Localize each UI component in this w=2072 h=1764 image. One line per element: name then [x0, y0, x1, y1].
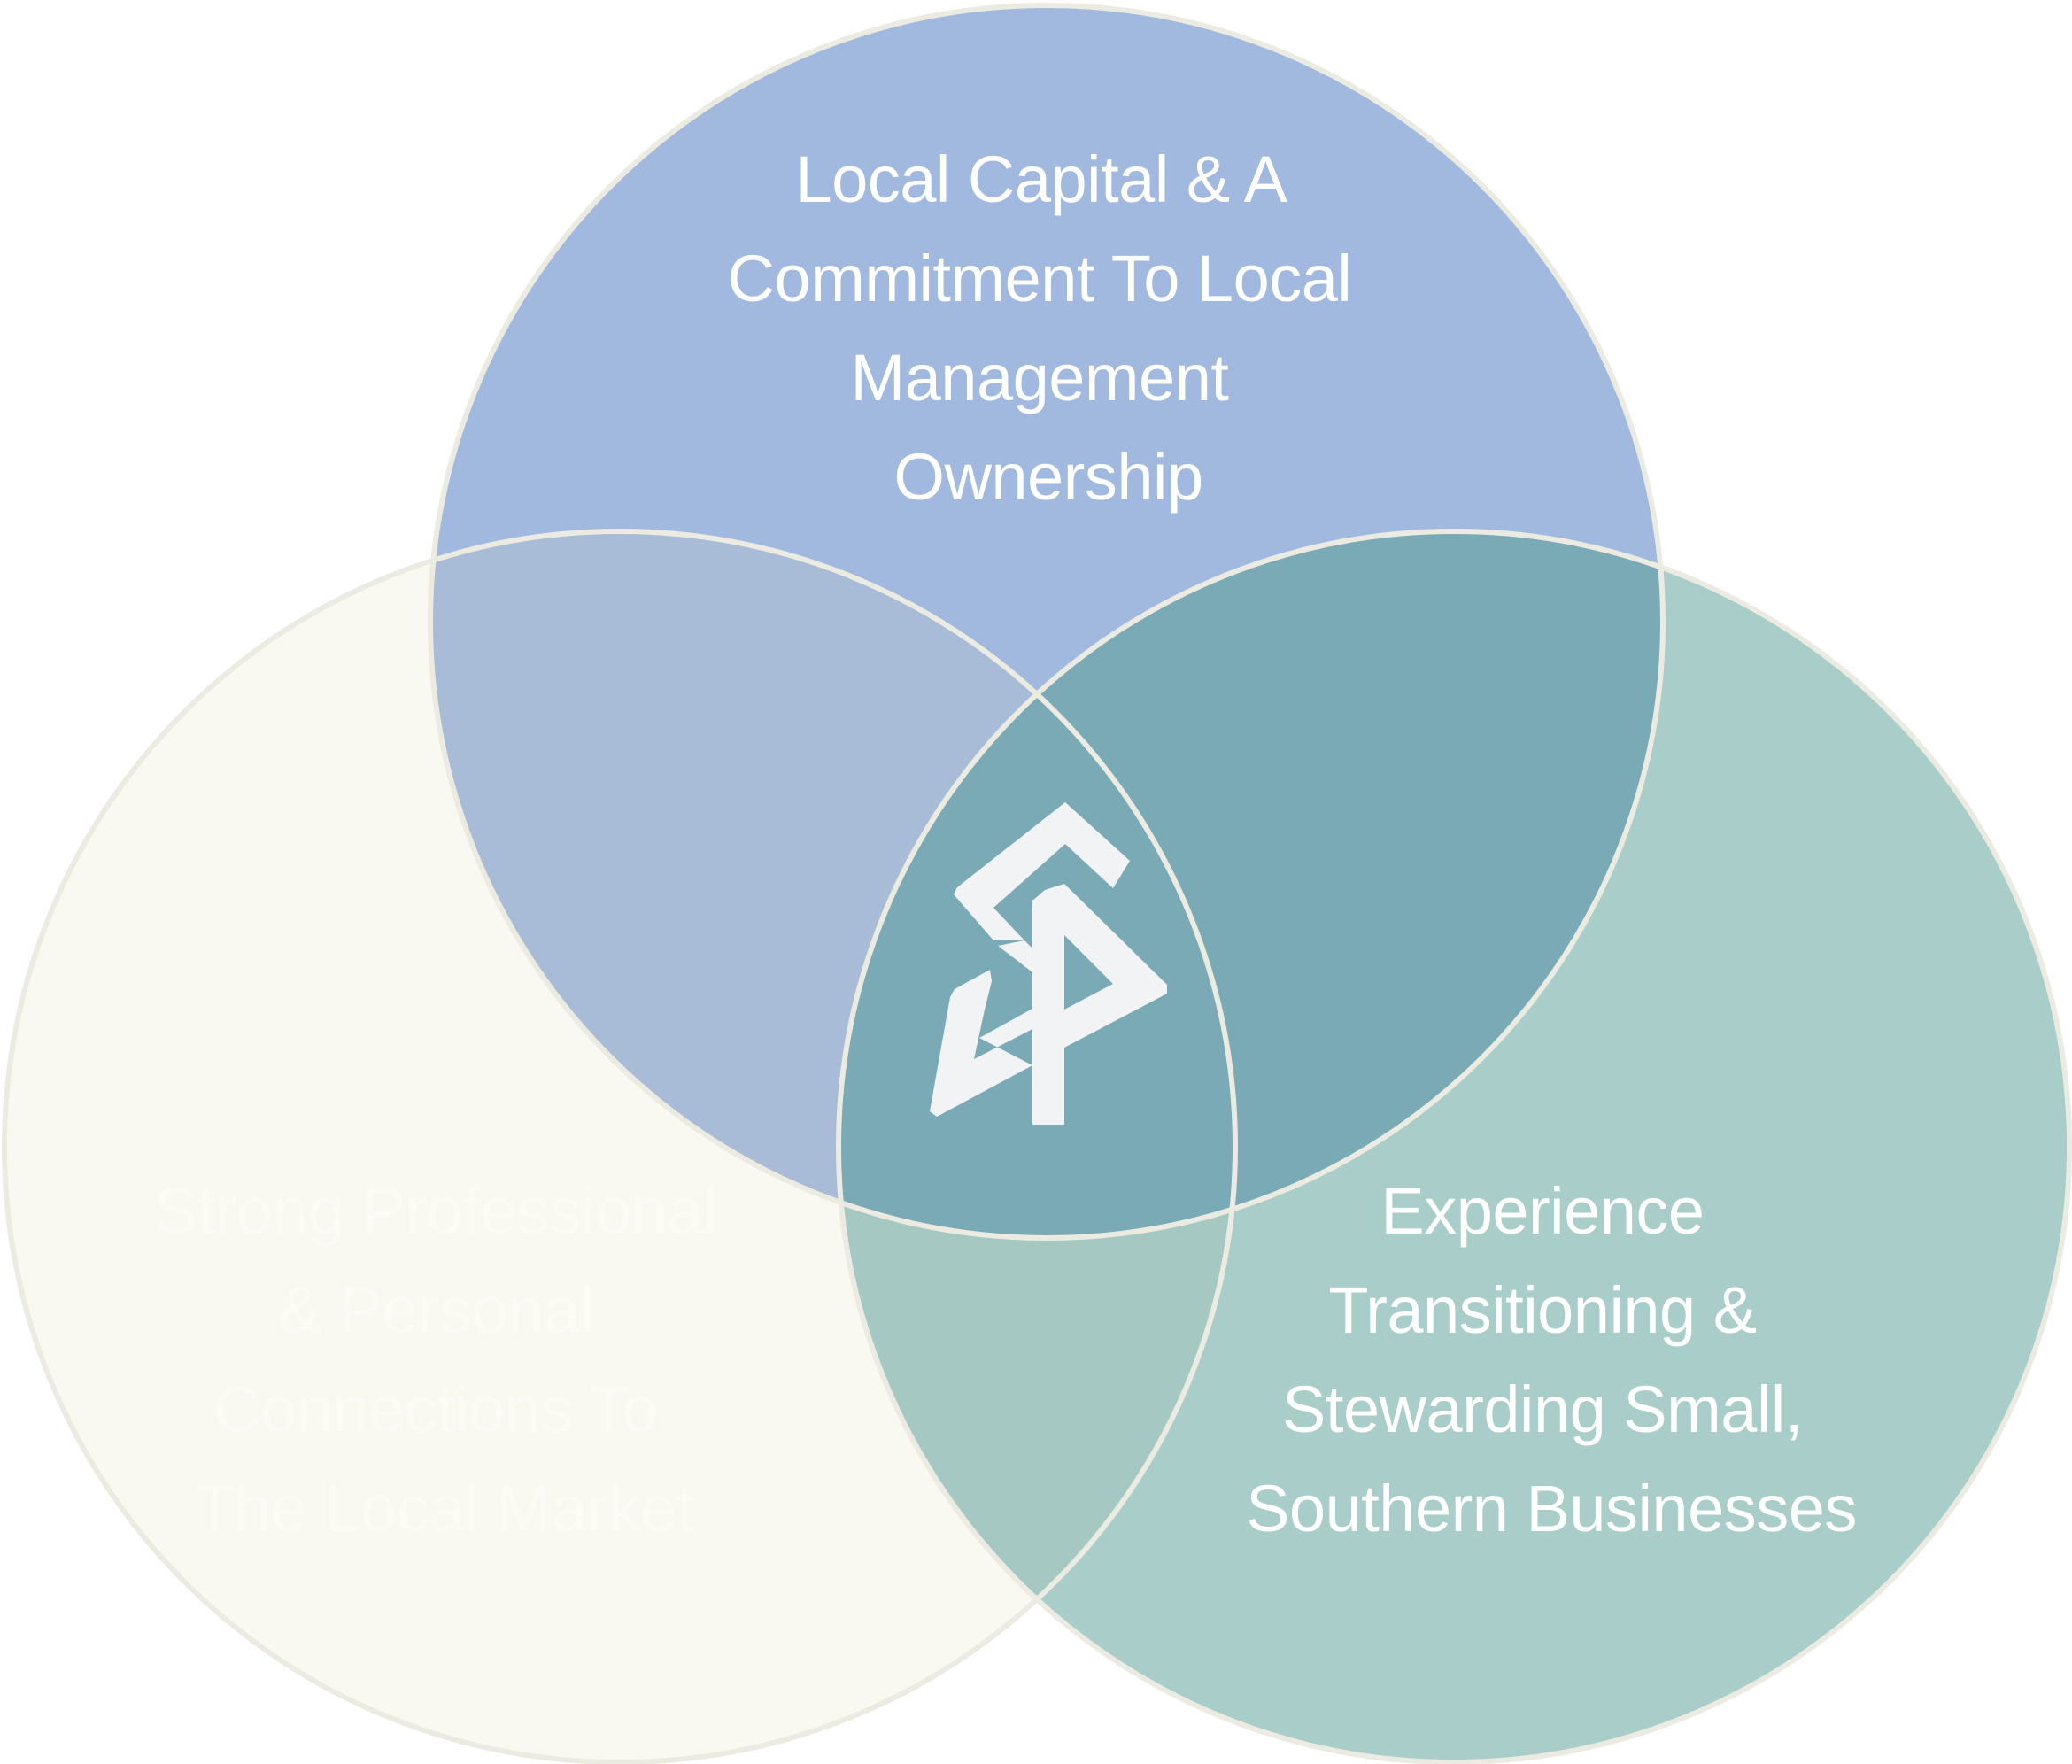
sp-monogram-logo-icon: [930, 802, 1167, 1125]
left-label-line: Strong Professional: [154, 1174, 717, 1248]
left-label-line: The Local Market: [195, 1472, 695, 1545]
right-label-line: Transitioning &: [1328, 1273, 1756, 1347]
right-circle-label: Experience Transitioning & Stewarding Sm…: [1246, 1174, 1857, 1545]
right-label-line: Southern Businesses: [1246, 1472, 1857, 1545]
left-circle-label: Strong Professional & Personal Connectio…: [154, 1174, 735, 1545]
top-label-line: Local Capital & A: [795, 143, 1287, 216]
top-label-line: Ownership: [893, 440, 1202, 514]
overlap-center: [839, 531, 1235, 1238]
left-label-line: & Personal: [277, 1273, 593, 1347]
top-label-line: Commitment To Local: [728, 242, 1352, 315]
right-label-line: Experience: [1380, 1174, 1704, 1248]
left-label-line: Connections To: [213, 1373, 658, 1446]
right-label-line: Stewarding Small,: [1282, 1373, 1803, 1446]
top-label-line: Management: [851, 341, 1230, 414]
top-circle-label: Local Capital & A Commitment To Local Ma…: [728, 143, 1370, 514]
circle-outlines: [2, 3, 2072, 1764]
